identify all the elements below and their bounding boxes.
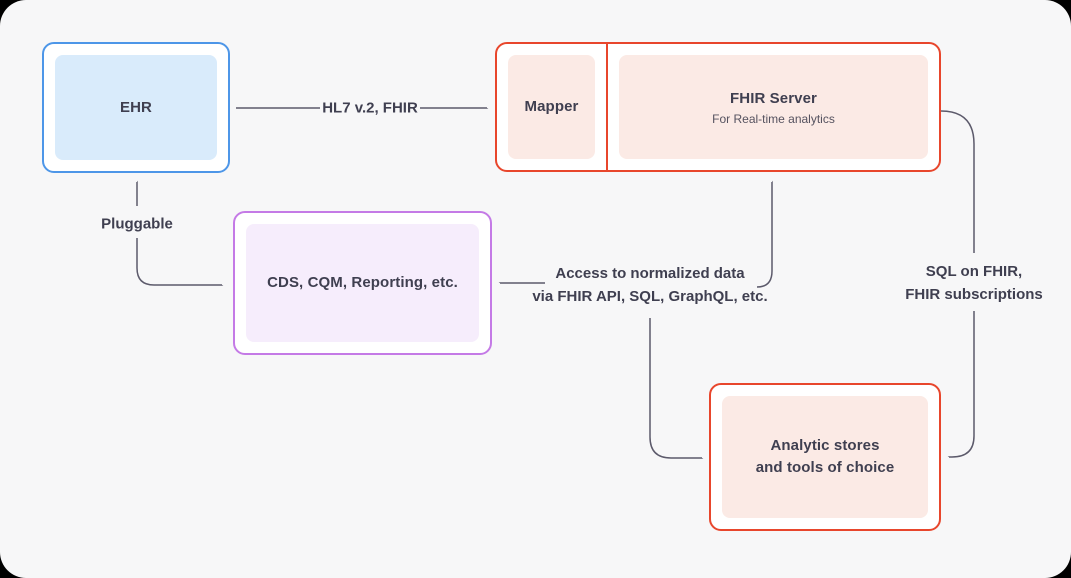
label-hl7-v2-fhir: HL7 v.2, FHIR	[322, 99, 418, 117]
node-analytic-fill: Analytic stores and tools of choice	[722, 396, 928, 518]
node-mapper: Mapper	[497, 44, 608, 170]
node-ehr-fill: EHR	[55, 55, 217, 160]
label-access-line2: via FHIR API, SQL, GraphQL, etc.	[532, 288, 768, 305]
label-access-normalized-data: Access to normalized data via FHIR API, …	[532, 262, 767, 308]
node-cds-fill: CDS, CQM, Reporting, etc.	[246, 224, 479, 342]
node-analytic-label-line2: and tools of choice	[755, 459, 895, 476]
label-sql-line1: SQL on FHIR,	[925, 263, 1023, 280]
node-ehr-label: EHR	[120, 98, 152, 116]
connector-access-to-analytic	[649, 318, 702, 458]
node-cds-label: CDS, CQM, Reporting, etc.	[267, 274, 458, 291]
label-sql-on-fhir: SQL on FHIR, FHIR subscriptions	[905, 260, 1043, 306]
connector-pluggable-to-cds	[136, 238, 222, 285]
node-mapper-label: Mapper	[524, 98, 579, 115]
label-pluggable: Pluggable	[101, 215, 173, 233]
node-cds-cqm-reporting: CDS, CQM, Reporting, etc.	[233, 211, 492, 355]
node-fhir-server-subtitle: For Real-time analytics	[712, 112, 835, 126]
connector-sql-to-analytic	[949, 311, 975, 458]
connector-fhir-server-down	[940, 110, 975, 253]
label-access-line1: Access to normalized data	[555, 265, 745, 282]
node-analytic-label-line1: Analytic stores	[770, 437, 880, 454]
node-analytic-stores: Analytic stores and tools of choice	[709, 383, 941, 531]
label-sql-line2: FHIR subscriptions	[905, 286, 1043, 303]
node-fhir-server-fill: FHIR Server For Real-time analytics	[619, 55, 928, 159]
node-fhir-server: FHIR Server For Real-time analytics	[608, 44, 939, 170]
group-mapper-fhir-server: Mapper FHIR Server For Real-time analyti…	[495, 42, 941, 172]
node-ehr: EHR	[42, 42, 230, 173]
node-fhir-server-title: FHIR Server	[730, 90, 817, 107]
node-mapper-fill: Mapper	[508, 55, 595, 159]
